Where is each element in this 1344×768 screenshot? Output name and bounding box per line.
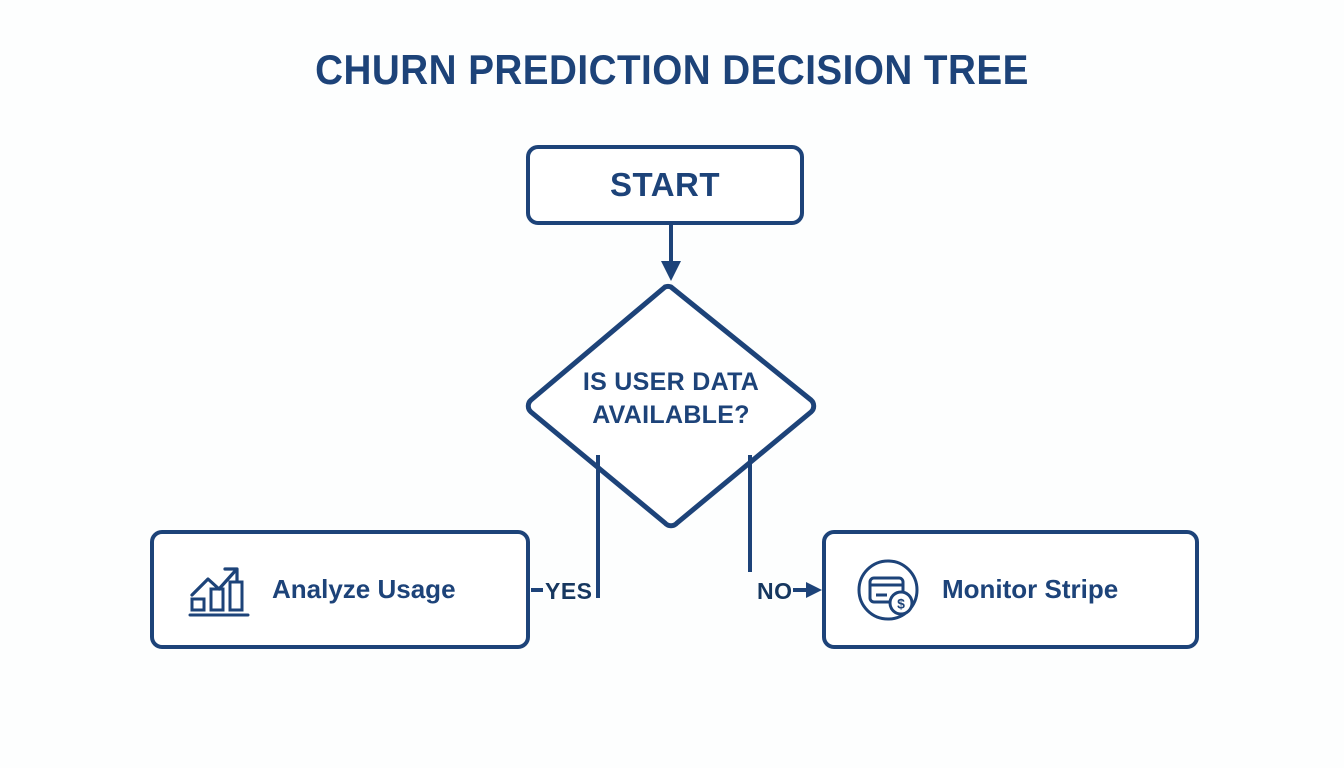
- edge-start-to-decision: [661, 225, 681, 281]
- edge-no: [748, 455, 822, 598]
- node-monitor-stripe-label: Monitor Stripe: [942, 574, 1119, 604]
- edge-yes: [531, 455, 600, 598]
- node-analyze-usage-label: Analyze Usage: [272, 574, 456, 604]
- node-decision-label-line2: AVAILABLE?: [592, 401, 750, 429]
- credit-card-dollar-icon: $: [857, 559, 919, 620]
- edge-label-yes: YES: [545, 578, 593, 604]
- node-analyze-usage[interactable]: Analyze Usage: [150, 530, 530, 649]
- page-title: CHURN PREDICTION DECISION TREE: [315, 46, 1029, 93]
- node-decision-label: IS USER DATA AVAILABLE?: [545, 366, 797, 432]
- svg-text:$: $: [897, 595, 905, 611]
- edge-label-no: NO: [757, 578, 793, 604]
- bar-chart-growth-icon: [188, 566, 250, 616]
- node-monitor-stripe[interactable]: $ Monitor Stripe: [822, 530, 1199, 649]
- node-start-label: START: [609, 166, 721, 203]
- node-decision-label-line1: IS USER DATA: [582, 368, 760, 396]
- node-start[interactable]: START: [526, 145, 804, 225]
